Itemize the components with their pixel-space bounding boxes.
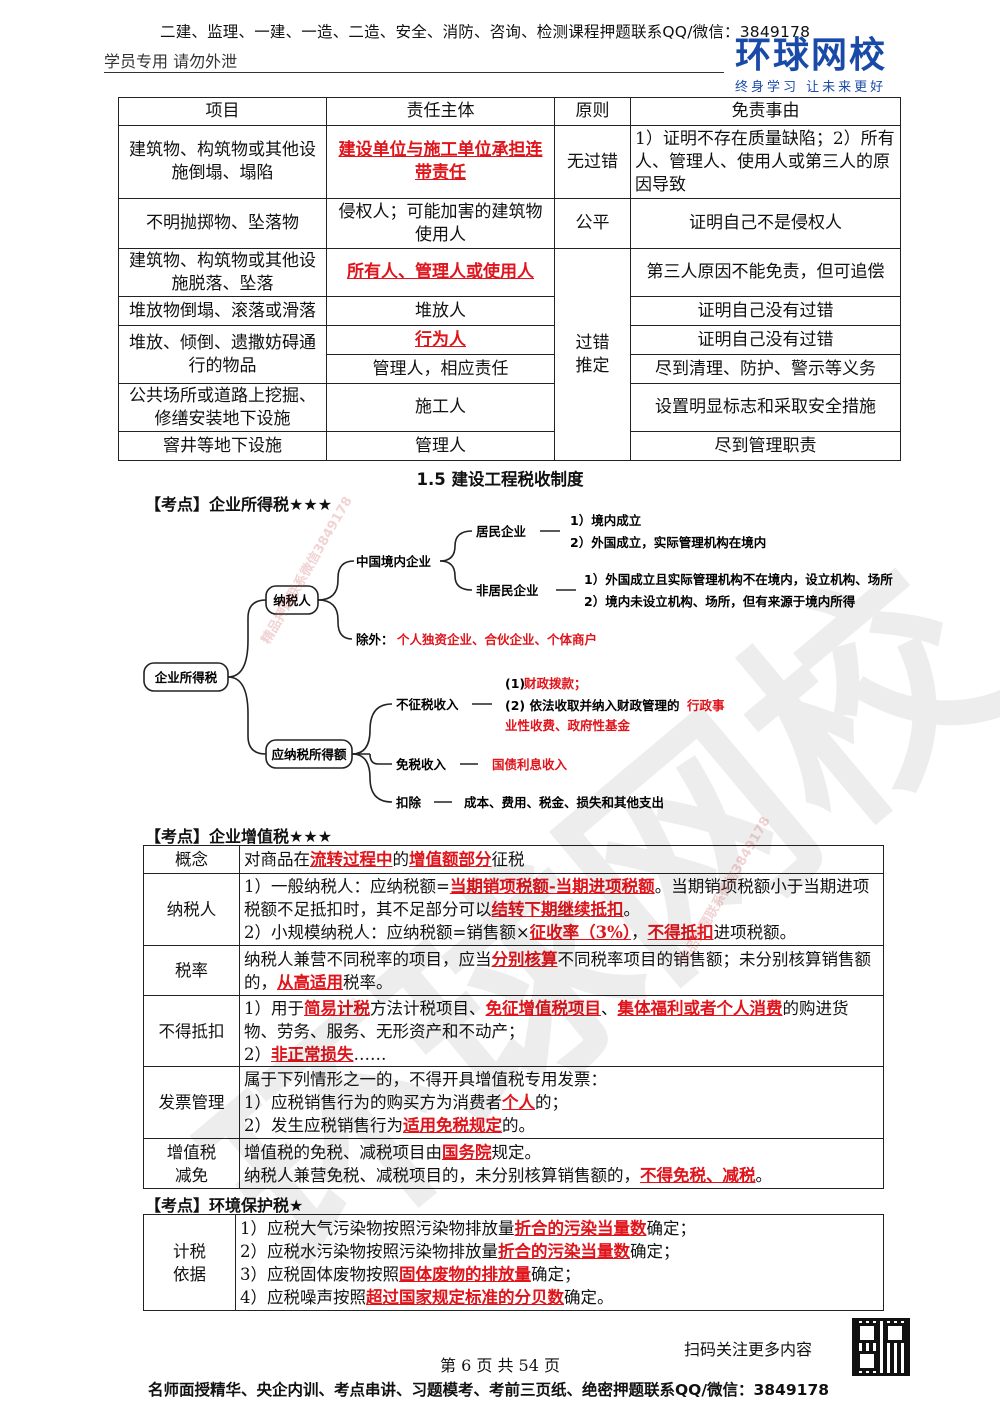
- col-header: 项目: [118, 97, 327, 126]
- mm-nontax: 不征税收入: [396, 697, 459, 712]
- cell-subject: 行为人: [326, 325, 555, 355]
- mm-nontax-2-red1: 行政事: [686, 698, 725, 713]
- cell-item: 堆放物倒塌、滚落或滑落: [118, 296, 327, 326]
- scan-text: 扫码关注更多内容: [684, 1340, 813, 1359]
- cell-subject: 管理人: [326, 431, 555, 461]
- vat-relief: 增值税的免税、减税项目由国务院规定。纳税人兼营免税、减税项目的，未分别核算销售额…: [239, 1138, 884, 1189]
- cell-item: 窨井等地下设施: [118, 431, 327, 461]
- mm-nonresident: 非居民企业: [476, 583, 539, 598]
- kaodian-env-tax: 【考点】环境保护税★: [145, 1196, 304, 1215]
- cell-exemption: 第三人原因不能免责，但可追偿: [630, 248, 901, 297]
- mm-deduct: 扣除: [396, 795, 422, 810]
- vat-cat: 发票管理: [143, 1066, 240, 1139]
- mm-resident-1: 1）境内成立: [570, 513, 642, 528]
- cell-item: 建筑物、构筑物或其他设施脱落、坠落: [118, 248, 327, 297]
- income-tax-mindmap: 企业所得税 纳税人 中国境内企业 居民企业 1）境内成立 2）外国成立，实际管理…: [143, 513, 893, 810]
- mm-nontax-1: 财政拨款；: [523, 676, 587, 691]
- logo-slogan: 终身学习 让未来更好: [735, 80, 887, 95]
- cell-exemption: 证明自己没有过错: [630, 325, 901, 355]
- mm-except-value: 个人独资企业、合伙企业、个体商户: [396, 632, 597, 647]
- env-tax-table: 计税依据 1）应税大气污染物按照污染物排放量折合的污染当量数确定；2）应税水污染…: [143, 1214, 884, 1311]
- cell-item: 不明抛掷物、坠落物: [118, 198, 327, 249]
- cell-exemption: 1）证明不存在质量缺陷；2）所有人、管理人、使用人或第三人的原因导致: [630, 125, 901, 199]
- cell-principle-merged: 过错推定: [554, 248, 631, 461]
- section-title: 1.5 建设工程税收制度: [416, 470, 584, 489]
- logo-text: 环球网校: [735, 35, 888, 76]
- cell-principle: 公平: [554, 198, 631, 249]
- kaodian-income-tax: 【考点】企业所得税★★★: [145, 495, 333, 514]
- mm-taxable: 应纳税所得额: [271, 747, 347, 762]
- header-top-line: 二建、监理、一建、一造、二造、安全、消防、咨询、检测课程押题联系QQ/微信：38…: [160, 23, 811, 41]
- mm-nonresident-1: 1）外国成立且实际管理机构不在境内，设立机构、场所: [584, 572, 893, 587]
- logo: 环球网校 终身学习 让未来更好: [735, 35, 910, 96]
- mm-resident-2: 2）外国成立，实际管理机构在境内: [570, 535, 766, 550]
- mm-root: 企业所得税: [154, 670, 218, 685]
- mm-exempt: 免税收入: [396, 757, 447, 772]
- col-header: 责任主体: [326, 97, 555, 126]
- vat-nondeduct: 1）用于简易计税方法计税项目、免征增值税项目、集体福利或者个人消费的购进货物、劳…: [239, 995, 884, 1067]
- cell-exemption: 设置明显标志和采取安全措施: [630, 383, 901, 432]
- mm-exempt-value: 国债利息收入: [492, 757, 568, 772]
- col-header: 原则: [554, 97, 631, 126]
- mm-nontax-2-red2: 业性收费、政府性基金: [505, 718, 631, 733]
- vat-cat: 纳税人: [143, 873, 240, 946]
- vat-rate: 纳税人兼营不同税率的项目，应当分别核算不同税率项目的销售额；未分别核算销售额的，…: [239, 945, 884, 996]
- cell-item: 建筑物、构筑物或其他设施倒塌、塌陷: [118, 125, 327, 199]
- mm-nontax-2-prefix: (2) 依法收取并纳入财政管理的: [505, 698, 679, 713]
- vat-cat: 税率: [143, 945, 240, 996]
- cell-subject: 管理人，相应责任: [326, 354, 555, 384]
- col-header: 免责事由: [630, 97, 901, 126]
- vat-invoice: 属于下列情形之一的，不得开具增值税专用发票：1）应税销售行为的购买方为消费者个人…: [239, 1066, 884, 1139]
- cell-subject: 侵权人；可能加害的建筑物使用人: [326, 198, 555, 249]
- vat-table: 概念 对商品在流转过程中的增值额部分征税 纳税人 1）一般纳税人：应纳税额=当期…: [143, 845, 884, 1189]
- cell-exemption: 尽到清理、防护、警示等义务: [630, 354, 901, 384]
- cell-exemption: 证明自己不是侵权人: [630, 198, 901, 249]
- cell-subject: 施工人: [326, 383, 555, 432]
- cell-subject: 所有人、管理人或使用人: [326, 248, 555, 297]
- mm-taxpayer: 纳税人: [273, 593, 311, 608]
- cell-subject: 建设单位与施工单位承担连带责任: [326, 125, 555, 199]
- cell-item: 公共场所或道路上挖掘、修缮安装地下设施: [118, 383, 327, 432]
- cell-principle: 无过错: [554, 125, 631, 199]
- vat-cat: 增值税减免: [143, 1138, 240, 1189]
- qr-code[interactable]: [852, 1318, 910, 1376]
- header-rule: [104, 72, 724, 73]
- cell-exemption: 尽到管理职责: [630, 431, 901, 461]
- mm-deduct-value: 成本、费用、税金、损失和其他支出: [464, 795, 664, 810]
- cell-subject: 堆放人: [326, 296, 555, 326]
- kaodian-vat: 【考点】企业增值税★★★: [145, 827, 333, 846]
- liability-table: 项目 责任主体 原则 免责事由 建筑物、构筑物或其他设施倒塌、塌陷 建设单位与施…: [118, 97, 901, 461]
- vat-cat: 概念: [143, 845, 240, 874]
- header-left-note: 学员专用 请勿外泄: [104, 52, 238, 71]
- mm-except-label: 除外：: [356, 632, 394, 647]
- page-number: 第 6 页 共 54 页: [440, 1356, 560, 1375]
- footer-bottom-line: 名师面授精华、央企内训、考点串讲、习题模考、考前三页纸、绝密押题联系QQ/微信：…: [148, 1381, 830, 1399]
- env-basis: 1）应税大气污染物按照污染物排放量折合的污染当量数确定；2）应税水污染物按照污染…: [235, 1214, 884, 1311]
- vat-concept: 对商品在流转过程中的增值额部分征税: [239, 845, 884, 874]
- cell-exemption: 证明自己没有过错: [630, 296, 901, 326]
- mm-china-ent: 中国境内企业: [356, 554, 432, 569]
- vat-taxpayer: 1）一般纳税人：应纳税额=当期销项税额-当期进项税额。当期销项税额小于当期进项税…: [239, 873, 884, 946]
- cell-item: 堆放、倾倒、遗撒妨碍通行的物品: [118, 325, 327, 384]
- vat-cat: 不得抵扣: [143, 995, 240, 1067]
- env-cat: 计税依据: [143, 1214, 236, 1311]
- mm-nontax-1-prefix: (1): [505, 676, 525, 691]
- mm-nonresident-2: 2）境内未设立机构、场所，但有来源于境内所得: [584, 594, 856, 609]
- mm-resident: 居民企业: [476, 524, 527, 539]
